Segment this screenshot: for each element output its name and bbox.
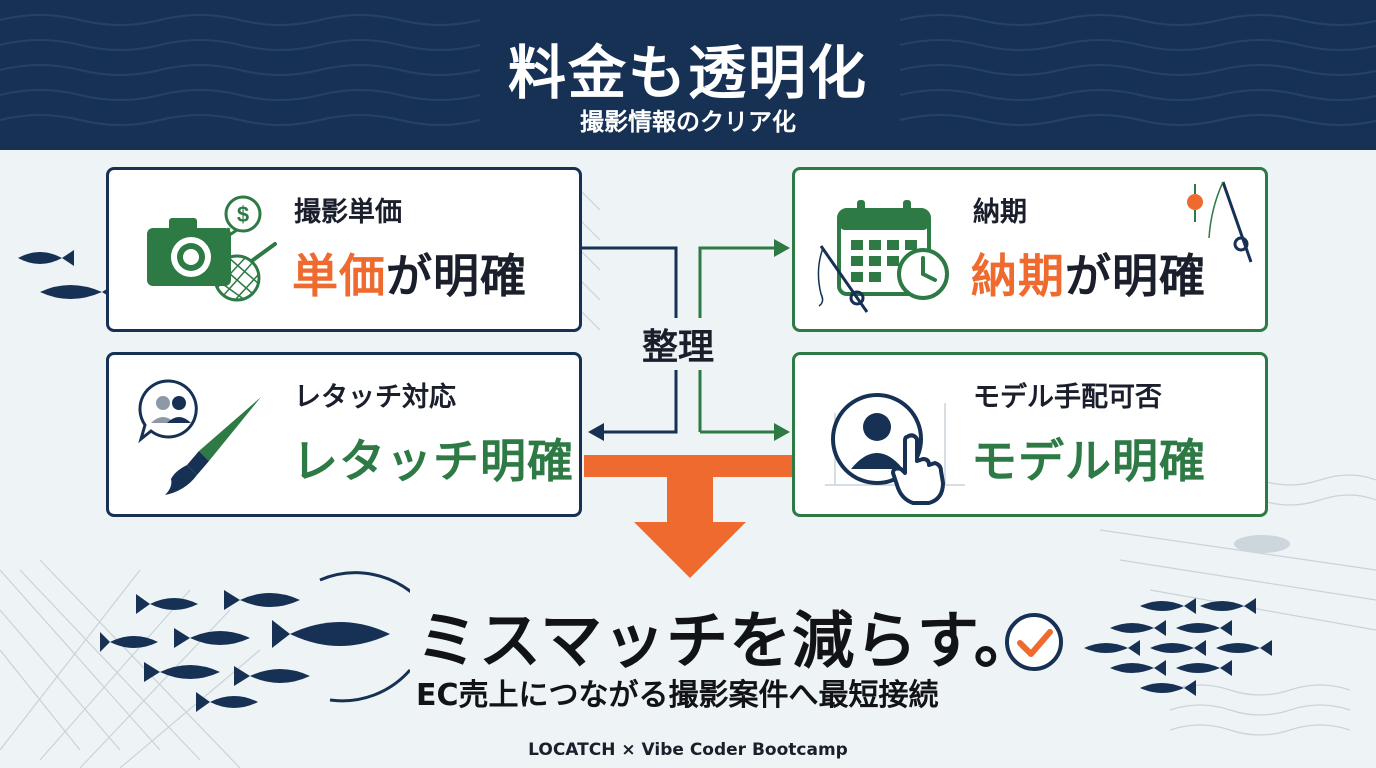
person-silhouette-icon: [825, 393, 965, 486]
card-retouch: レタッチ対応 レタッチ明確: [106, 352, 582, 517]
fishing-rod-icon: [1187, 181, 1253, 263]
dollar-bubble-icon: $: [221, 195, 262, 242]
check-circle-icon: [1005, 613, 1063, 671]
organize-label: 整理: [636, 318, 721, 370]
card-price-label: 撮影単価: [294, 197, 402, 228]
landing-net-icon: [213, 242, 277, 302]
camera-icon: [147, 218, 231, 286]
card-price: $ 撮影単価 単価が明確: [106, 167, 582, 332]
card-price-value: 単価が明確: [292, 249, 527, 303]
arrow-right-icon: [774, 423, 790, 441]
card-delivery-value: 納期が明確: [971, 249, 1206, 303]
card-model-value: モデル明確: [971, 434, 1206, 488]
page-subtitle: 撮影情報のクリア化: [580, 108, 796, 136]
fish-school-icon: [1084, 598, 1272, 696]
wave-pattern: [0, 14, 1376, 126]
svg-text:$: $: [237, 202, 249, 227]
footer-credit: LOCATCH × Vibe Coder Bootcamp: [528, 740, 848, 760]
card-model: モデル手配可否 モデル明確: [792, 352, 1268, 517]
card-retouch-value: レタッチ明確: [292, 434, 574, 488]
card-delivery: 納期 納期が明確: [792, 167, 1268, 332]
clock-icon: [897, 248, 949, 300]
arrow-down-icon: [634, 522, 746, 578]
arrow-left-icon: [588, 423, 604, 441]
paintbrush-icon: [165, 397, 261, 495]
card-retouch-label: レタッチ対応: [294, 382, 456, 413]
people-bubble-icon: [138, 379, 198, 444]
header-banner: 料金も透明化 撮影情報のクリア化: [0, 0, 1376, 150]
result-headline: ミスマッチを減らす。: [416, 604, 1037, 677]
page-title: 料金も透明化: [507, 39, 868, 107]
card-model-label: モデル手配可否: [973, 382, 1162, 413]
result-tagline: EC売上につながる撮影案件へ最短接続: [416, 678, 939, 713]
fish-school-icon: [100, 571, 410, 712]
card-delivery-label: 納期: [973, 197, 1027, 228]
fishing-rod-icon: [817, 245, 869, 313]
arrow-right-icon: [774, 239, 790, 257]
pointer-hand-icon: [891, 433, 945, 505]
